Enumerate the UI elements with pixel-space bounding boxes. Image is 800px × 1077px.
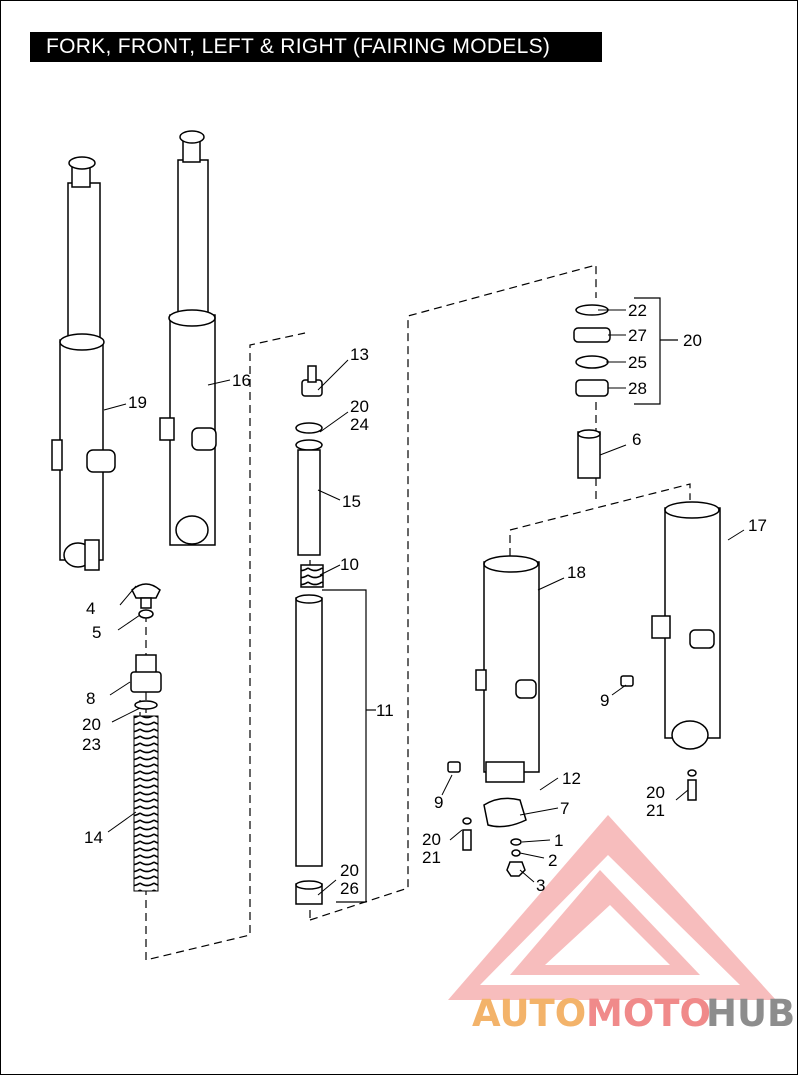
fork-slider-assembly-right bbox=[159, 130, 217, 546]
callout-26: 26 bbox=[340, 879, 359, 898]
callout-1: 1 bbox=[554, 831, 563, 850]
watermark-moto: MOTO bbox=[586, 992, 711, 1035]
damper-parts bbox=[295, 365, 324, 905]
watermark-logo bbox=[448, 815, 776, 1000]
callout-12: 12 bbox=[562, 769, 581, 788]
callout-25: 25 bbox=[628, 353, 647, 372]
callout-13: 13 bbox=[350, 345, 369, 364]
fork-plug bbox=[130, 654, 162, 693]
callout-11: 11 bbox=[376, 701, 394, 720]
plug-washer bbox=[134, 700, 158, 710]
callout-9: 9 bbox=[434, 793, 443, 812]
callout-20: 20 bbox=[422, 830, 441, 849]
callout-20: 20 bbox=[350, 397, 369, 416]
callout-22: 22 bbox=[628, 301, 647, 320]
callout-2: 2 bbox=[548, 851, 557, 870]
callout-20: 20 bbox=[82, 715, 101, 734]
callout-19: 19 bbox=[128, 393, 147, 412]
callout-28: 28 bbox=[628, 379, 647, 398]
callout-18: 18 bbox=[567, 563, 586, 582]
callout-3: 3 bbox=[536, 876, 545, 895]
callout-24: 24 bbox=[350, 415, 369, 434]
watermark-text: AUTO MOTO HUB bbox=[472, 992, 795, 1035]
callout-20: 20 bbox=[683, 331, 702, 350]
callout-14: 14 bbox=[84, 828, 103, 847]
watermark-auto: AUTO bbox=[472, 992, 586, 1035]
callout-20: 20 bbox=[340, 861, 359, 880]
fork-slider-assembly-left bbox=[51, 156, 116, 571]
callout-21: 21 bbox=[422, 848, 441, 867]
callout-6: 6 bbox=[632, 430, 641, 449]
callout-27: 27 bbox=[628, 326, 647, 345]
bushings-and-seals bbox=[573, 304, 611, 479]
fork-cap-bolt bbox=[131, 583, 161, 609]
callout-8: 8 bbox=[86, 689, 95, 708]
o-ring bbox=[138, 609, 154, 619]
fork-slider-17 bbox=[651, 501, 721, 750]
callout-10: 10 bbox=[340, 555, 359, 574]
leader-lines bbox=[103, 309, 745, 896]
axle-cap-and-fasteners bbox=[447, 675, 697, 877]
callout-9: 9 bbox=[600, 691, 609, 710]
callout-4: 4 bbox=[86, 599, 95, 618]
callout-7: 7 bbox=[560, 799, 569, 818]
callout-labels: 22 27 20 25 28 6 17 18 13 20 24 15 10 11… bbox=[82, 301, 767, 898]
callout-17: 17 bbox=[748, 516, 767, 535]
callout-20: 20 bbox=[646, 783, 665, 802]
callout-15: 15 bbox=[342, 492, 361, 511]
page-title: FORK, FRONT, LEFT & RIGHT (FAIRING MODEL… bbox=[30, 32, 602, 62]
callout-23: 23 bbox=[82, 735, 101, 754]
watermark-hub: HUB bbox=[706, 992, 795, 1035]
callout-16: 16 bbox=[232, 371, 251, 390]
fork-spring bbox=[133, 715, 159, 892]
callout-21: 21 bbox=[646, 801, 665, 820]
fork-slider-18 bbox=[475, 555, 540, 783]
group-brackets bbox=[322, 297, 678, 903]
callout-5: 5 bbox=[92, 623, 101, 642]
